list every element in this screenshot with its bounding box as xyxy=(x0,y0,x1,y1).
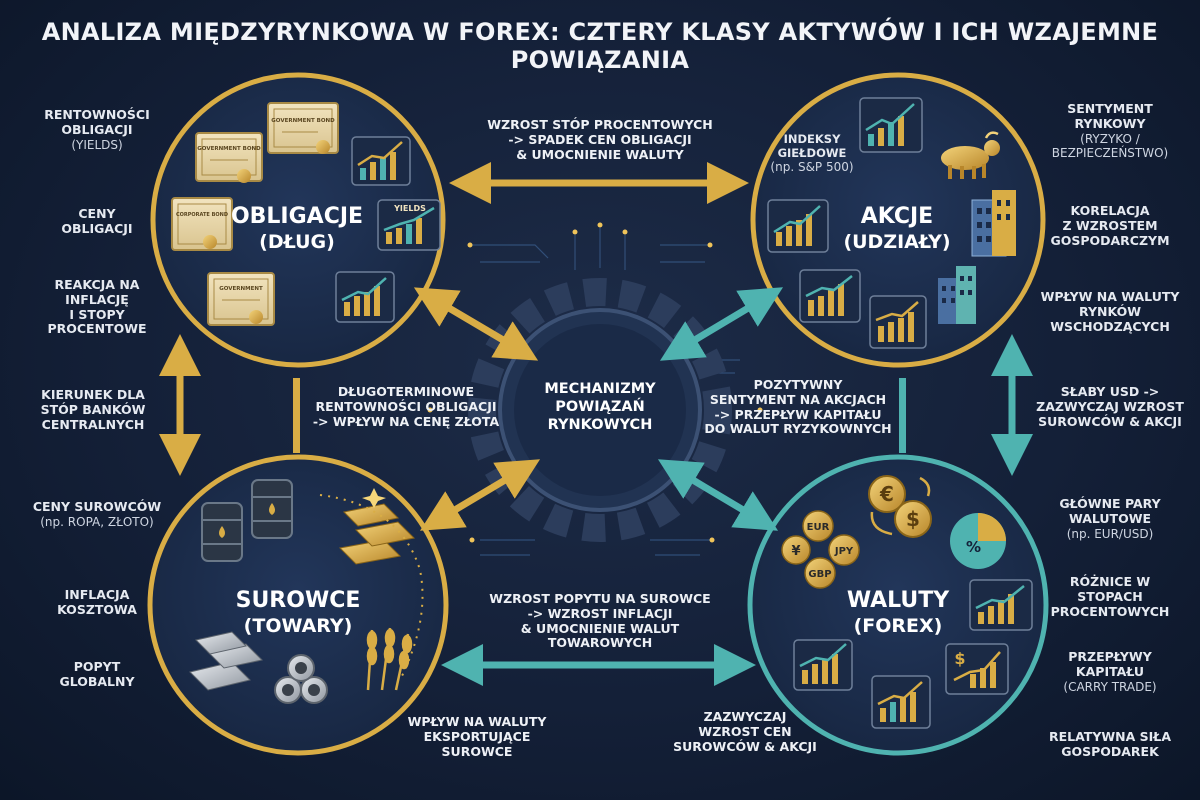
right-label-capital-flows: PRZEPŁYWY KAPITAŁU (CARRY TRADE) xyxy=(1063,649,1157,694)
arrow-stocks-hub xyxy=(659,287,784,361)
stock-chart-icon xyxy=(859,97,923,153)
forex-chart-icon xyxy=(871,675,931,729)
currencies-name: WALUTY xyxy=(846,588,950,613)
bond-doc-label-2: GOVERNMENT BOND xyxy=(197,146,261,152)
coin-eur: EUR xyxy=(807,522,830,533)
bull-icon xyxy=(941,131,1000,179)
commodities-subname: (TOWARY) xyxy=(243,614,353,637)
skyscraper-icon xyxy=(938,266,976,324)
svg-text:$: $ xyxy=(954,649,965,668)
svg-text:¥: ¥ xyxy=(791,544,800,559)
stocks-name: AKCJE xyxy=(860,204,934,229)
right-label-weak-usd: SŁABY USD -> ZAZWYCZAJ WZROST SUROWCÓW &… xyxy=(1036,384,1184,429)
gold-bars-icon xyxy=(338,488,416,565)
circuit-dots xyxy=(427,222,763,543)
commodities-name: SUROWCE xyxy=(235,588,361,613)
link-label-right-mid: POZYTYWNY SENTYMENT NA AKCJACH -> PRZEPŁ… xyxy=(704,377,892,437)
bar-chart-icon xyxy=(335,271,395,323)
arrow-bonds-hub xyxy=(413,287,539,361)
left-label-central-banks: KIERUNEK DLA STÓP BANKÓW CENTRALNYCH xyxy=(40,387,146,432)
bonds-subname: (DŁUG) xyxy=(259,230,335,253)
metal-pipes-icon xyxy=(274,654,328,704)
pie-chart-icon: % xyxy=(950,513,1006,569)
oil-barrel-icon xyxy=(251,479,293,539)
link-label-left-mid: DŁUGOTERMINOWE RENTOWNOŚCI OBLIGACJI -> … xyxy=(312,384,500,429)
link-label-bottom-right: ZAZWYCZAJ WZROST CEN SUROWCÓW & AKCJI xyxy=(673,709,817,754)
oil-barrel-icon xyxy=(201,502,243,562)
silver-bars-icon xyxy=(189,631,264,691)
currency-coins-cluster: EUR ¥ JPY GBP xyxy=(781,510,860,589)
stock-chart-icon xyxy=(767,199,829,253)
stock-chart-icon xyxy=(799,269,861,323)
yields-tag: YIELDS xyxy=(393,204,426,213)
right-label-emerging-markets: WPŁYW NA WALUTY RYNKÓW WSCHODZĄCYCH xyxy=(1040,289,1180,334)
stock-index-label: INDEKSY GIEŁDOWE (np. S&P 500) xyxy=(770,132,854,175)
stocks-subname: (UDZIAŁY) xyxy=(843,230,951,253)
bar-chart-icon xyxy=(351,136,411,186)
euro-coin-icon: € xyxy=(868,475,906,513)
bonds-name: OBLIGACJE xyxy=(230,204,364,229)
dollar-chart-icon: $ xyxy=(945,643,1009,695)
left-label-global-demand: POPYT GLOBALNY xyxy=(59,659,135,689)
bond-certificate-icon: GOVERNMENT BOND xyxy=(195,132,263,183)
link-label-top: WZROST STÓP PROCENTOWYCH -> SPADEK CEN O… xyxy=(487,117,713,162)
bond-doc-label-1: GOVERNMENT BOND xyxy=(271,118,335,124)
bond-doc-label-3: CORPORATE BOND xyxy=(176,212,228,218)
connector-bar-left xyxy=(293,378,300,453)
right-label-relative-strength: RELATYWNA SIŁA GOSPODAREK xyxy=(1048,729,1172,759)
bond-doc-label-4: GOVERNMENT xyxy=(219,286,263,292)
svg-text:€: € xyxy=(879,482,894,506)
yields-chart-icon: YIELDS xyxy=(377,199,441,251)
exchange-arrow-icon xyxy=(919,476,931,497)
bond-certificate-icon: GOVERNMENT xyxy=(207,272,275,326)
connector-bar-right xyxy=(899,378,906,453)
page-title: ANALIZA MIĘDZYRYNKOWA W FOREX: CZTERY KL… xyxy=(41,18,1159,75)
left-label-inflation-reaction: REAKCJA NA INFLACJĘ I STOPY PROCENTOWE xyxy=(47,277,147,337)
wheat-icon xyxy=(366,627,413,691)
hub-label: MECHANIZMY POWIĄZAŃ RYNKOWYCH xyxy=(544,381,656,434)
link-label-bottom-left: WPŁYW NA WALUTY EKSPORTUJĄCE SUROWCE xyxy=(407,714,547,759)
bond-certificate-icon: CORPORATE BOND xyxy=(171,197,233,251)
left-label-cost-inflation: INFLACJA KOSZTOWA xyxy=(57,587,137,617)
svg-text:$: $ xyxy=(906,507,920,531)
forex-chart-icon xyxy=(969,579,1033,631)
forex-chart-icon xyxy=(793,639,853,691)
right-label-major-pairs: GŁÓWNE PARY WALUTOWE (np. EUR/USD) xyxy=(1059,496,1161,541)
left-label-yields: RENTOWNOŚCI OBLIGACJI (YIELDS) xyxy=(44,107,150,152)
right-label-growth-correlation: KORELACJA Z WZROSTEM GOSPODARCZYM xyxy=(1050,203,1170,248)
right-label-sentiment: SENTYMENT RYNKOWY (RYZYKO / BEZPIECZEŃST… xyxy=(1051,101,1169,160)
bond-certificate-icon: GOVERNMENT BOND xyxy=(267,102,339,154)
stock-chart-icon xyxy=(869,295,927,349)
exchange-arrow-icon xyxy=(870,511,893,536)
right-label-rate-differentials: RÓŻNICE W STOPACH PROCENTOWYCH xyxy=(1050,574,1170,619)
left-label-commodity-prices: CENY SUROWCÓW (np. ROPA, ZŁOTO) xyxy=(32,499,162,529)
coin-gbp: GBP xyxy=(808,569,831,580)
arrow-currencies-hub xyxy=(657,459,779,531)
building-icon xyxy=(971,190,1016,257)
coin-jpy: JPY xyxy=(834,546,854,557)
link-label-bottom: WZROST POPYTU NA SUROWCE -> WZROST INFLA… xyxy=(489,591,711,651)
left-label-bond-prices: CENY OBLIGACJI xyxy=(61,206,133,236)
stocks-label: AKCJE (UDZIAŁY) xyxy=(822,203,972,254)
commodities-label: SUROWCE (TOWARY) xyxy=(218,587,378,638)
currencies-subname: (FOREX) xyxy=(853,614,943,637)
currencies-label: WALUTY (FOREX) xyxy=(818,587,978,638)
arrow-commodities-hub xyxy=(419,459,541,531)
arrows xyxy=(159,162,1033,686)
svg-text:%: % xyxy=(966,538,981,556)
dollar-coin-icon: $ xyxy=(894,500,932,538)
bonds-label: OBLIGACJE (DŁUG) xyxy=(222,203,372,254)
hub-gear-icon xyxy=(468,278,732,542)
